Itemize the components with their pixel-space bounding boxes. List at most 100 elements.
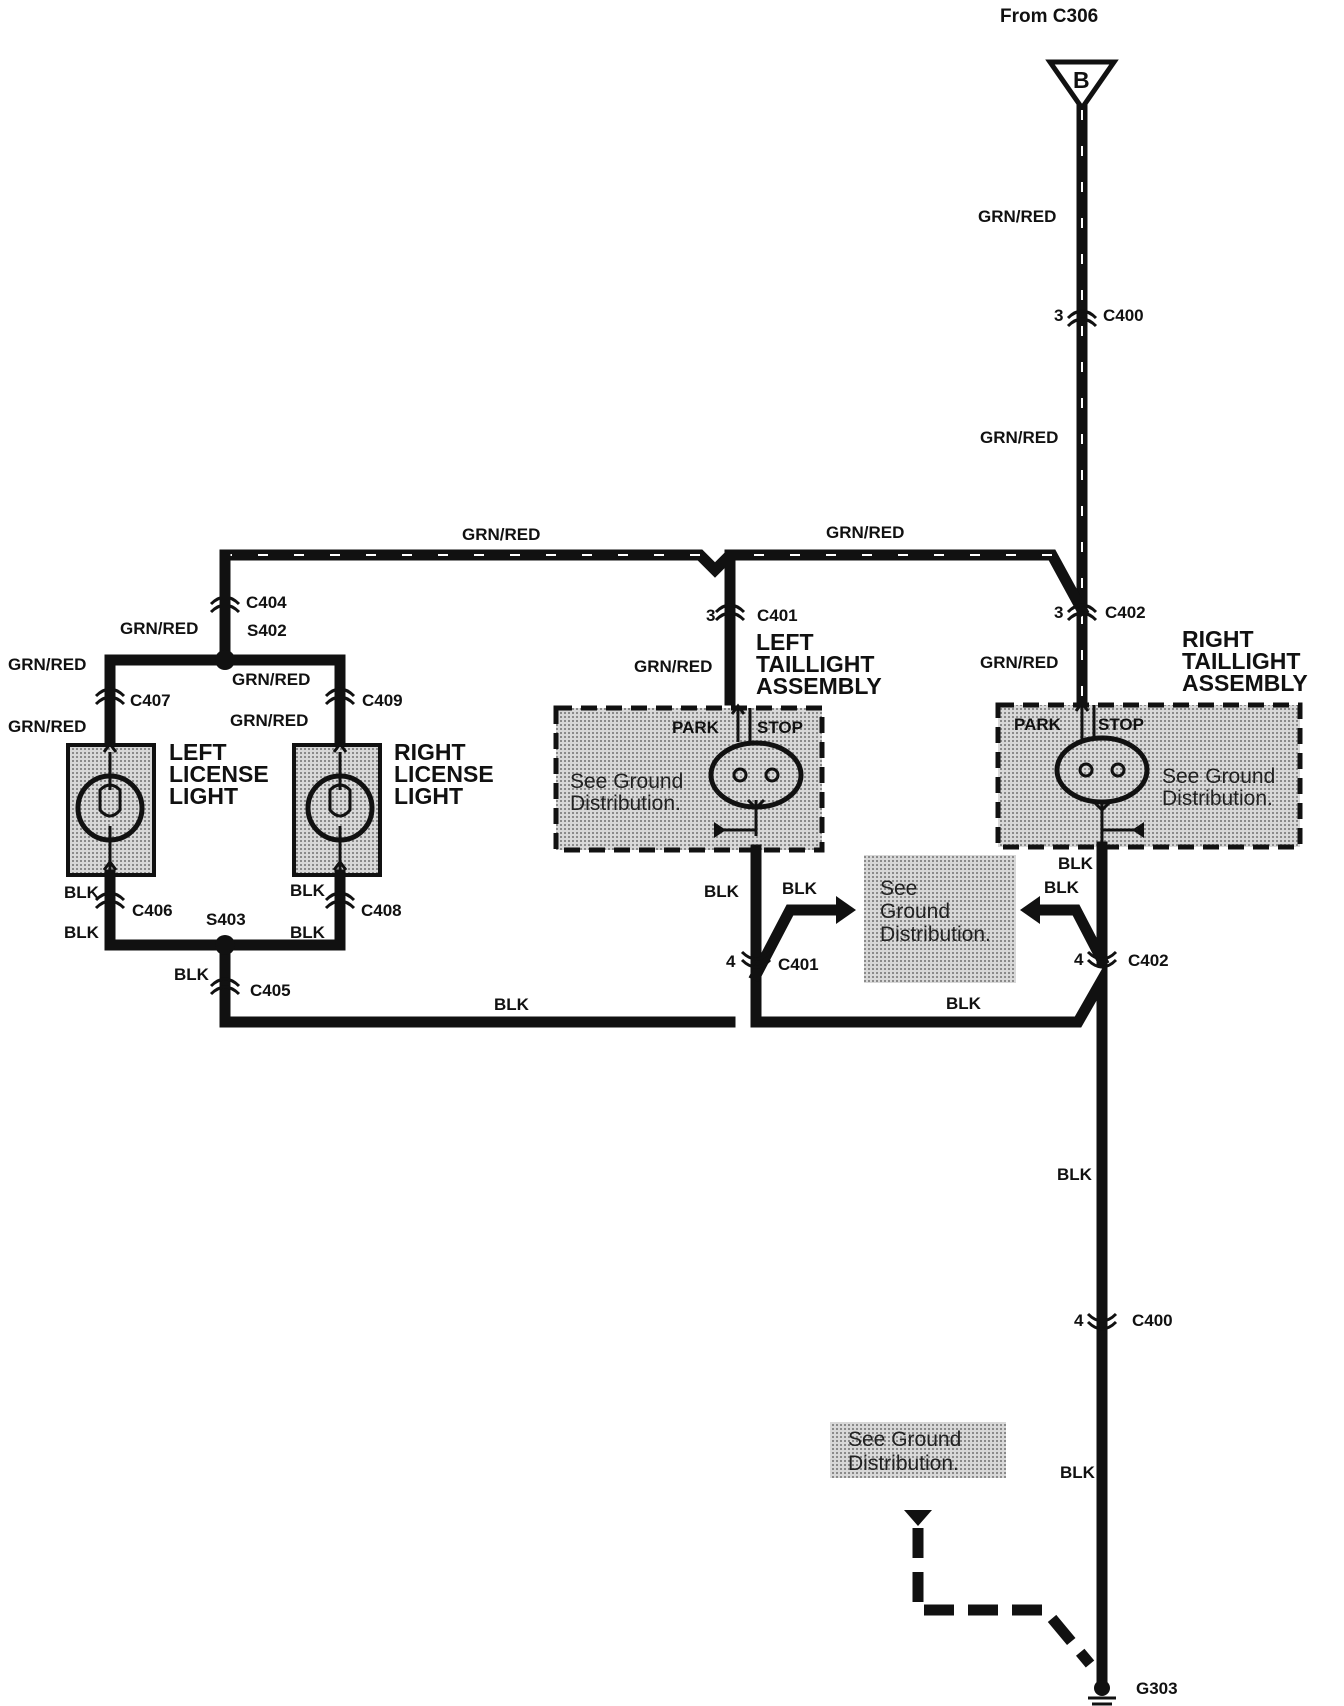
ground-arrow-right (1020, 896, 1040, 924)
wire-label-blk-12: BLK (1057, 1165, 1093, 1184)
left-taillight-label-1: LEFT (756, 629, 814, 655)
ground-point-label: G303 (1136, 1679, 1178, 1698)
connector-c401-top: 3 C401 (706, 603, 798, 625)
left-taillight-assembly (553, 703, 825, 853)
connector-c406: C406 (94, 891, 173, 920)
splice-s403 (215, 935, 235, 955)
ground-note-center: See Ground Distribution. (864, 855, 1016, 983)
left-park-label: PARK (672, 718, 720, 737)
left-license-light-label-1: LEFT (169, 739, 227, 765)
wire-label-grn-red-9: GRN/RED (232, 670, 310, 689)
splice-s402 (215, 650, 235, 670)
right-stop-label: STOP (1098, 715, 1144, 734)
svg-text:C400: C400 (1103, 306, 1144, 325)
svg-text:C401: C401 (757, 606, 798, 625)
svg-text:See Ground: See Ground (848, 1428, 961, 1451)
left-license-light-label-3: LIGHT (169, 783, 238, 809)
svg-text:3: 3 (1054, 306, 1063, 325)
connector-c407: C407 (94, 687, 171, 710)
right-taillight-assembly (995, 700, 1303, 850)
feed-wire-top-run (219, 549, 1090, 706)
right-taillight-note-1: See Ground (1162, 765, 1275, 788)
svg-text:4: 4 (1074, 950, 1084, 969)
connector-c401-bottom: 4 C401 (726, 950, 819, 974)
svg-text:C400: C400 (1132, 1311, 1173, 1330)
right-taillight-note-2: Distribution. (1162, 787, 1273, 810)
wire-label-grn-red-1: GRN/RED (978, 207, 1056, 226)
svg-text:C409: C409 (362, 691, 403, 710)
splice-s402-label: S402 (247, 621, 287, 640)
svg-text:C401: C401 (778, 955, 819, 974)
connector-c405: C405 (209, 977, 291, 1000)
wire-label-blk-13: BLK (1060, 1463, 1096, 1482)
ground-note-bottom: See Ground Distribution. (830, 1422, 1006, 1478)
right-license-light-label-1: RIGHT (394, 739, 466, 765)
left-taillight-label-2: TAILLIGHT (756, 651, 874, 677)
wire-label-grn-red-2: GRN/RED (980, 428, 1058, 447)
left-taillight-note-2: Distribution. (570, 792, 681, 815)
svg-text:C402: C402 (1128, 951, 1169, 970)
connector-c400-top: 3 C400 (1054, 306, 1144, 328)
connector-c409: C409 (324, 687, 403, 710)
svg-text:See: See (880, 877, 917, 900)
svg-text:3: 3 (1054, 603, 1063, 622)
left-license-light (66, 741, 156, 877)
wire-label-blk-6: BLK (494, 995, 530, 1014)
svg-text:C406: C406 (132, 901, 173, 920)
right-license-light (292, 741, 382, 877)
wire-label-grn-red-6: GRN/RED (634, 657, 712, 676)
wire-label-blk-11: BLK (946, 994, 982, 1013)
wire-label-blk-5: BLK (174, 965, 210, 984)
left-taillight-note-1: See Ground (570, 770, 683, 793)
svg-text:3: 3 (706, 606, 715, 625)
wire-label-blk-2: BLK (290, 881, 326, 900)
right-taillight-label-1: RIGHT (1182, 626, 1254, 652)
connector-c408: C408 (324, 891, 402, 920)
wire-label-grn-red-4: GRN/RED (826, 523, 904, 542)
svg-text:C405: C405 (250, 981, 291, 1000)
svg-text:C404: C404 (246, 593, 287, 612)
left-license-light-label-2: LICENSE (169, 761, 269, 787)
taillight-ground-wires (748, 841, 1110, 1688)
source-terminal: B (1045, 59, 1119, 113)
ground-strap (904, 1510, 1095, 1668)
wire-label-grn-red-7: GRN/RED (120, 619, 198, 638)
wire-label-grn-red-5: GRN/RED (980, 653, 1058, 672)
right-license-light-label-3: LIGHT (394, 783, 463, 809)
right-park-label: PARK (1014, 715, 1062, 734)
wire-label-blk-9: BLK (1058, 854, 1094, 873)
wire-label-grn-red-3: GRN/RED (462, 525, 540, 544)
wire-label-blk-7: BLK (704, 882, 740, 901)
connector-c400-bottom: 4 C400 (1074, 1311, 1173, 1331)
wire-label-grn-red-11: GRN/RED (230, 711, 308, 730)
svg-text:C407: C407 (130, 691, 171, 710)
ground-symbol-g303 (1088, 1680, 1116, 1706)
left-stop-label: STOP (757, 718, 803, 737)
wire-label-blk-8: BLK (782, 879, 818, 898)
wire-label-blk-4: BLK (290, 923, 326, 942)
wire-label-blk-10: BLK (1044, 878, 1080, 897)
connector-c402-bottom: 4 C402 (1074, 950, 1169, 970)
wire-label-blk-1: BLK (64, 883, 100, 902)
svg-text:Distribution.: Distribution. (880, 923, 991, 946)
svg-text:4: 4 (726, 952, 736, 971)
svg-text:4: 4 (1074, 1311, 1084, 1330)
svg-text:Distribution.: Distribution. (848, 1452, 959, 1475)
source-label: From C306 (1000, 6, 1098, 27)
wire-label-blk-3: BLK (64, 923, 100, 942)
connector-c402-top: 3 C402 (1054, 603, 1146, 622)
svg-text:B: B (1073, 67, 1090, 93)
splice-s403-label: S403 (206, 910, 246, 929)
svg-text:Ground: Ground (880, 900, 950, 923)
right-taillight-label-2: TAILLIGHT (1182, 648, 1300, 674)
license-ground-wires (104, 869, 736, 1028)
svg-text:C408: C408 (361, 901, 402, 920)
ground-arrow-left (836, 896, 856, 924)
wire-label-grn-red-8: GRN/RED (8, 655, 86, 674)
left-taillight-label-3: ASSEMBLY (756, 673, 882, 699)
right-taillight-label-3: ASSEMBLY (1182, 670, 1308, 696)
right-license-light-label-2: LICENSE (394, 761, 494, 787)
svg-text:C402: C402 (1105, 603, 1146, 622)
wire-label-grn-red-10: GRN/RED (8, 717, 86, 736)
